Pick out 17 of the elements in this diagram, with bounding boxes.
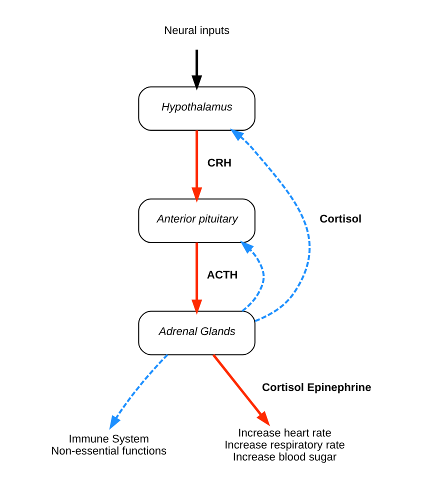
- arrow: [240, 240, 265, 312]
- node-text: Immune System Non-essential functions: [51, 432, 167, 458]
- edge-label: Cortisol Epinephrine: [262, 381, 372, 394]
- arrow: [192, 130, 202, 202]
- arrow: [192, 242, 202, 314]
- arrow: [192, 49, 202, 90]
- node-text: Neural inputs: [164, 24, 230, 37]
- arrow: [109, 354, 168, 430]
- edge-label: CRH: [207, 157, 232, 169]
- arrow: [212, 354, 270, 426]
- node-box: Adrenal Glands: [138, 310, 256, 355]
- edge-label: Cortisol: [320, 213, 362, 226]
- edge-label: ACTH: [206, 269, 238, 282]
- node-box: Hypothalamus: [138, 86, 256, 130]
- node-text: Increase heart rate Increase respiratory rate Increase blood sugar: [224, 426, 345, 464]
- node-box: Anterior pituitary: [138, 198, 256, 243]
- arrow: [230, 128, 310, 322]
